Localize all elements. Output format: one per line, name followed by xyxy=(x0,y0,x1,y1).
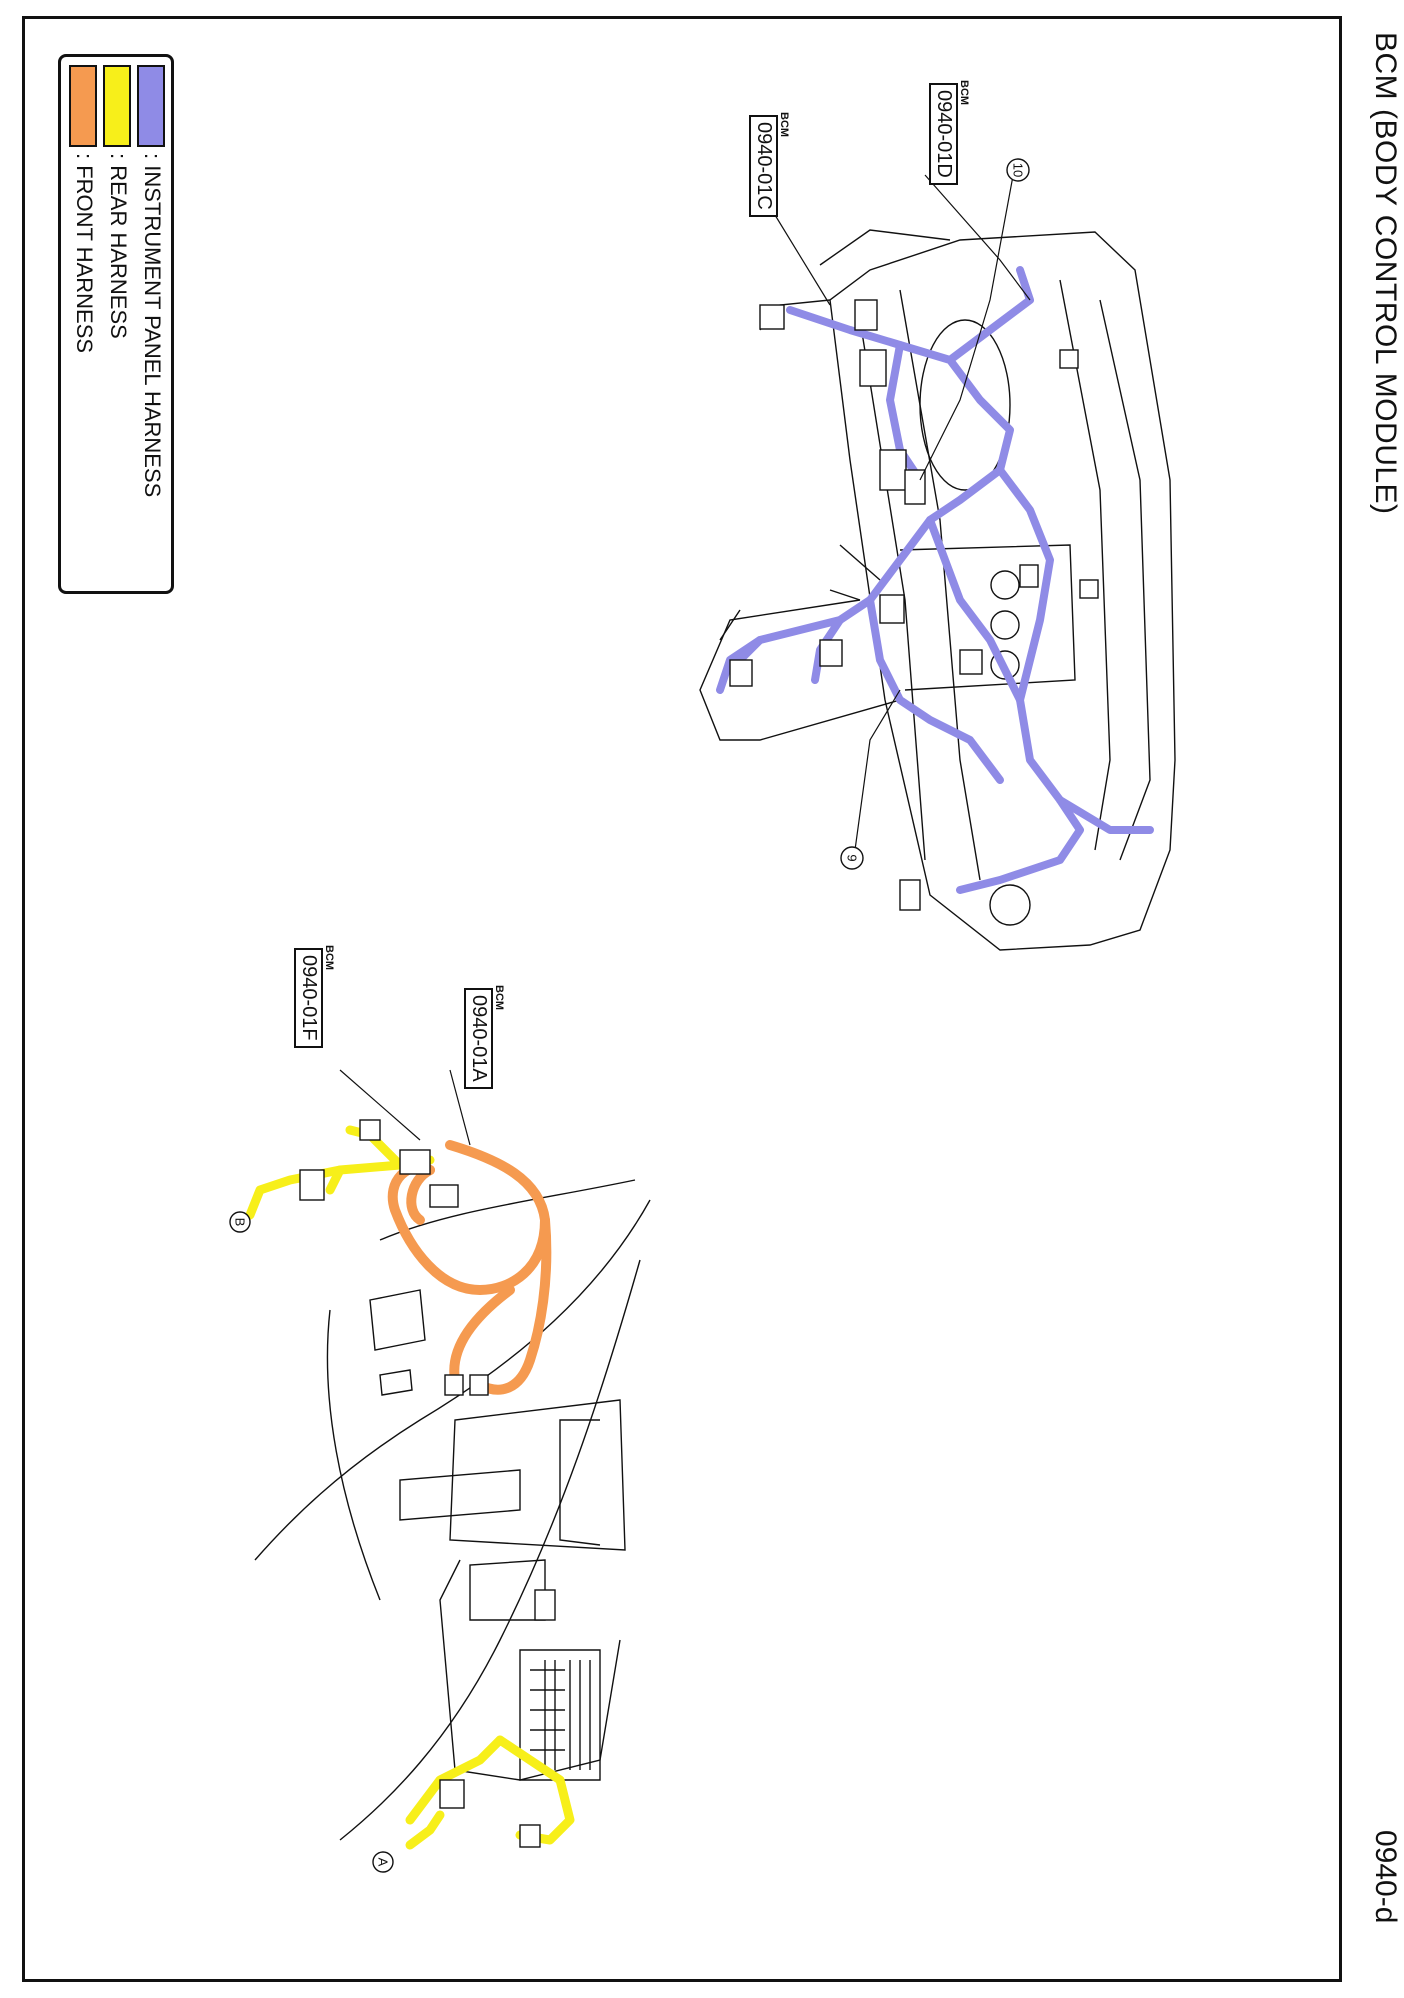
legend-swatch-rear xyxy=(103,65,131,147)
marker-10: 10 xyxy=(1006,158,1030,182)
instrument-panel-connectors xyxy=(729,299,1099,911)
connector-callout-0940-01a: BCM 0940-01A xyxy=(464,985,505,1089)
marker-label: 9 xyxy=(845,854,860,861)
connector-tag: BCM xyxy=(493,985,505,1011)
lower-panel-drawing xyxy=(254,1179,651,1841)
marker-b: B xyxy=(229,1211,251,1233)
connector-tag: BCM xyxy=(958,80,970,106)
legend-swatch-instrument xyxy=(137,65,165,147)
connector-code: 0940-01D xyxy=(929,83,958,185)
harness-legend: : FRONT HARNESS : REAR HARNESS : INSTRUM… xyxy=(58,54,174,594)
marker-a: A xyxy=(372,1851,394,1873)
instrument-panel-drawing xyxy=(699,229,1176,951)
marker-9: 9 xyxy=(840,846,864,870)
front-harness xyxy=(387,1140,552,1395)
leader-lines xyxy=(339,163,1031,1146)
connector-tag: BCM xyxy=(323,945,335,971)
connector-callout-0940-01d: BCM 0940-01D xyxy=(929,80,970,185)
connector-code: 0940-01A xyxy=(464,988,493,1089)
connector-callout-0940-01c: BCM 0940-01C xyxy=(749,112,790,217)
marker-label: A xyxy=(376,1858,391,1867)
connector-code: 0940-01C xyxy=(749,115,778,217)
marker-label: 10 xyxy=(1011,163,1026,177)
diagram-frame xyxy=(22,16,1342,1982)
connector-tag: BCM xyxy=(778,112,790,138)
legend-swatch-front xyxy=(69,65,97,147)
lower-connectors xyxy=(299,1119,556,1848)
instrument-panel-harness xyxy=(716,266,1154,894)
marker-label: B xyxy=(233,1218,248,1227)
connector-callout-0940-01f: BCM 0940-01F xyxy=(294,945,335,1048)
connector-code: 0940-01F xyxy=(294,948,323,1048)
